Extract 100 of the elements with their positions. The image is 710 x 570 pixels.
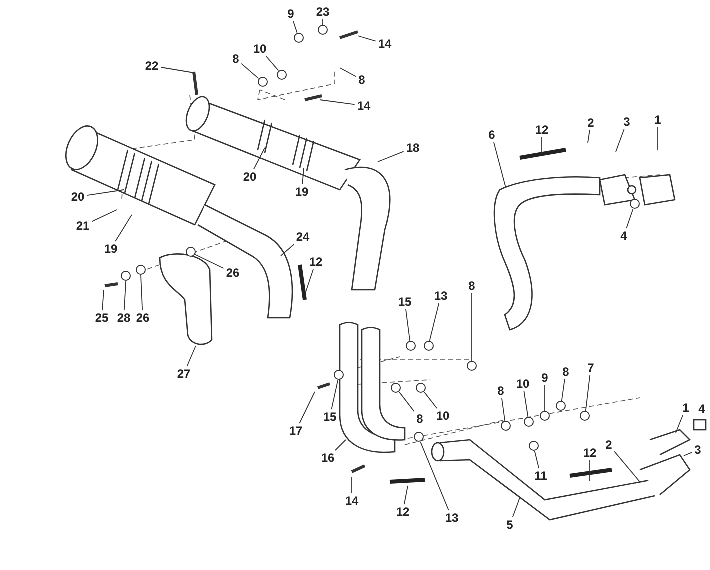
nut xyxy=(294,32,304,43)
callout-number: 15 xyxy=(323,411,337,423)
callout-number: 8 xyxy=(498,385,504,397)
leader-line xyxy=(186,346,196,367)
leader-line xyxy=(534,450,540,469)
callout-number: 1 xyxy=(682,402,690,414)
callout-number: 26 xyxy=(136,312,150,324)
callout-number: 10 xyxy=(253,43,267,55)
nut xyxy=(334,370,344,380)
leader-line xyxy=(561,379,566,402)
nut xyxy=(414,432,424,442)
callout-number: 22 xyxy=(145,60,159,72)
callout-number: 25 xyxy=(95,312,109,324)
callout-number: 14 xyxy=(378,38,392,50)
nut xyxy=(528,441,539,452)
nut xyxy=(500,420,511,431)
callout-number: 5 xyxy=(506,519,514,531)
callout-number: 4 xyxy=(620,230,628,242)
callout-number: 18 xyxy=(406,142,420,154)
nut xyxy=(121,271,132,281)
leader-line xyxy=(616,129,625,152)
leader-line xyxy=(340,68,357,78)
leader-line xyxy=(302,168,304,185)
leader-line xyxy=(420,442,450,511)
leader-line xyxy=(614,451,640,482)
callout-number: 19 xyxy=(295,186,309,198)
leader-line xyxy=(404,486,408,505)
leader-line xyxy=(266,56,280,72)
nut xyxy=(556,400,566,411)
callout-number: 2 xyxy=(606,439,612,451)
leader-line xyxy=(140,274,144,311)
leader-line xyxy=(115,214,132,242)
leader-line xyxy=(398,392,415,412)
leader-line xyxy=(320,100,356,106)
nut xyxy=(630,199,640,210)
leader-line xyxy=(676,415,684,434)
callout-number: 14 xyxy=(357,100,371,112)
leader-line xyxy=(253,148,266,170)
callout-number: 9 xyxy=(288,8,294,20)
nut xyxy=(540,411,550,421)
callout-number: 20 xyxy=(71,191,85,203)
leader-line xyxy=(494,142,506,188)
callout-number: 13 xyxy=(434,290,448,302)
nut xyxy=(186,247,196,258)
callout-number: 12 xyxy=(396,506,410,518)
callout-number: 27 xyxy=(177,368,191,380)
leader-line xyxy=(626,208,634,229)
callout-number: 16 xyxy=(321,452,335,464)
leader-line xyxy=(684,452,693,456)
nut xyxy=(136,265,146,275)
callout-number: 4 xyxy=(698,403,706,415)
leader-line xyxy=(406,309,411,342)
callout-number: 17 xyxy=(289,425,303,437)
callout-number: 1 xyxy=(654,114,662,126)
callout-number: 24 xyxy=(296,231,310,243)
callout-number: 8 xyxy=(416,413,424,425)
callout-number: 14 xyxy=(345,495,359,507)
leader-line xyxy=(160,67,194,74)
leader-line xyxy=(306,269,314,292)
leader-line xyxy=(585,375,591,412)
nut xyxy=(424,340,434,351)
callout-number: 26 xyxy=(226,267,240,279)
callout-number: 7 xyxy=(588,362,594,374)
callout-number: 8 xyxy=(468,280,476,292)
nut xyxy=(258,76,268,87)
callout-number: 21 xyxy=(76,220,90,232)
callout-number: 10 xyxy=(516,378,530,390)
callout-number: 12 xyxy=(583,447,597,459)
nut xyxy=(467,361,477,371)
callout-number: 13 xyxy=(445,512,459,524)
callout-number: 2 xyxy=(588,117,594,129)
leader-line xyxy=(378,151,404,162)
leader-line xyxy=(429,303,440,342)
leader-line xyxy=(92,210,118,222)
callout-number: 12 xyxy=(535,124,549,136)
callout-number: 15 xyxy=(398,296,412,308)
leader-line xyxy=(424,392,438,409)
leader-line xyxy=(331,380,339,410)
nut xyxy=(416,383,426,394)
nut xyxy=(318,25,328,35)
nut xyxy=(406,340,416,351)
callout-number: 8 xyxy=(232,53,240,65)
leader-line xyxy=(358,36,376,42)
callout-number: 8 xyxy=(358,74,366,86)
callout-number: 19 xyxy=(104,243,118,255)
callout-number: 9 xyxy=(542,372,548,384)
leader-line xyxy=(293,21,298,34)
nut xyxy=(391,383,402,394)
leader-line xyxy=(335,440,346,451)
nut xyxy=(524,416,534,427)
leader-line xyxy=(502,398,506,422)
leader-line xyxy=(544,385,546,412)
leader-line xyxy=(86,190,124,196)
callout-number: 28 xyxy=(117,312,131,324)
leader-line xyxy=(524,391,529,418)
leader-line xyxy=(299,392,316,424)
leader-line xyxy=(194,254,224,269)
callout-number: 3 xyxy=(624,116,630,128)
nut xyxy=(276,70,287,80)
leader-line xyxy=(512,498,520,518)
